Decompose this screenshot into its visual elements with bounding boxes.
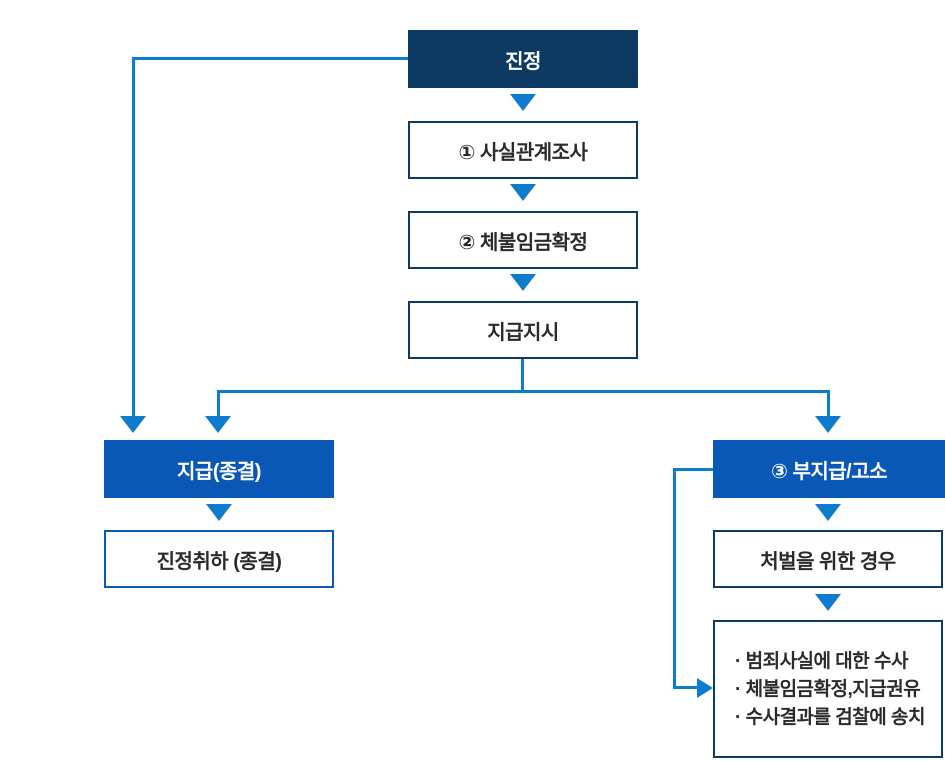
nonpayment-accusation-box: ③ 부지급/고소 — [713, 440, 945, 498]
connector-line — [673, 468, 676, 688]
connector-line — [217, 390, 220, 417]
down-arrow-icon — [120, 416, 146, 433]
connector-line — [132, 57, 408, 60]
down-arrow-icon — [815, 504, 841, 521]
connector-line — [217, 390, 830, 393]
investigation-details-box: · 범죄사실에 대한 수사 · 체불임금확정,지급권유 · 수사결과를 검찰에 … — [713, 620, 943, 758]
down-arrow-icon — [815, 416, 841, 433]
down-arrow-icon — [510, 94, 536, 111]
petition-withdrawal-box: 진정취하 (종결) — [104, 530, 334, 588]
detail-item: · 체불임금확정,지급권유 — [735, 678, 921, 700]
connector-line — [827, 390, 830, 417]
down-arrow-icon — [206, 504, 232, 521]
connector-line — [521, 359, 524, 392]
petition-box: 진정 — [408, 30, 638, 88]
connector-line — [673, 468, 713, 471]
detail-item: · 수사결과를 검찰에 송치 — [735, 706, 925, 728]
down-arrow-icon — [510, 274, 536, 291]
right-arrow-icon — [697, 678, 713, 698]
punishment-case-box: 처벌을 위한 경우 — [713, 530, 943, 588]
detail-item: · 범죄사실에 대한 수사 — [735, 650, 908, 672]
down-arrow-icon — [205, 416, 231, 433]
unpaid-wage-confirmation-box: ② 체불임금확정 — [408, 211, 638, 269]
down-arrow-icon — [815, 594, 841, 611]
payment-closed-box: 지급(종결) — [104, 440, 334, 498]
down-arrow-icon — [510, 184, 536, 201]
connector-line — [132, 57, 135, 417]
fact-investigation-box: ① 사실관계조사 — [408, 121, 638, 179]
payment-order-box: 지급지시 — [408, 301, 638, 359]
connector-line — [673, 686, 699, 689]
